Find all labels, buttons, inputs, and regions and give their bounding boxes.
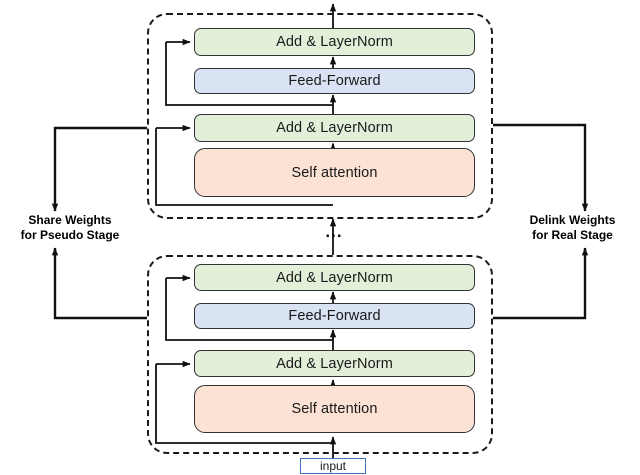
share-weights-label-line2: for Pseudo Stage [20, 228, 120, 242]
share-weights-connector-bottom [51, 247, 147, 320]
real-stage-add-layernorm-1[interactable]: Add & LayerNorm [194, 350, 475, 377]
pseudo-stage-feed-forward[interactable]: Feed-Forward [194, 68, 475, 94]
pseudo-stage-container [147, 13, 493, 219]
real-stage-container [147, 255, 493, 454]
delink-weights-label: Delink Weights for Real Stage [505, 213, 640, 243]
residual-top-feedforward [165, 38, 333, 106]
delink-weights-connector-bottom [493, 247, 589, 320]
delink-weights-label-line1: Delink Weights [529, 213, 616, 227]
input-node[interactable]: input [300, 458, 366, 474]
share-weights-label: Share Weights for Pseudo Stage [0, 213, 140, 243]
pseudo-stage-self-attention[interactable]: Self attention [194, 148, 475, 197]
residual-bottom-feedforward [165, 274, 333, 341]
pseudo-stage-add-layernorm-2[interactable]: Add & LayerNorm [194, 28, 475, 56]
stage-repeat-ellipsis: ... [325, 222, 343, 241]
share-weights-connector-top [51, 126, 147, 212]
pseudo-stage-add-layernorm-1[interactable]: Add & LayerNorm [194, 114, 475, 142]
real-stage-add-layernorm-2[interactable]: Add & LayerNorm [194, 264, 475, 291]
real-stage-feed-forward[interactable]: Feed-Forward [194, 303, 475, 329]
delink-weights-connector-top [493, 123, 589, 212]
delink-weights-label-line2: for Real Stage [532, 228, 613, 242]
real-stage-self-attention[interactable]: Self attention [194, 385, 475, 433]
share-weights-label-line1: Share Weights [28, 213, 112, 227]
